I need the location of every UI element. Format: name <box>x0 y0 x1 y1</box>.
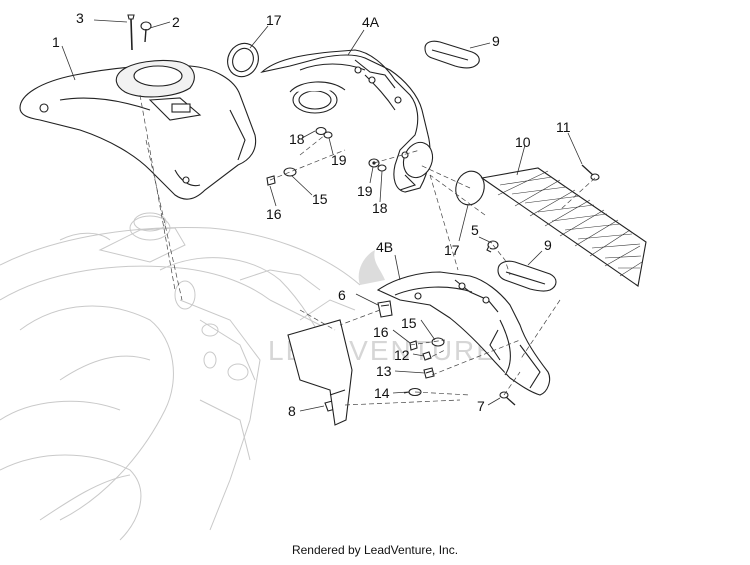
part-4a-license-holder-upper <box>260 49 434 193</box>
callout-15-upper: 15 <box>312 191 328 207</box>
scooter-body-outline <box>0 212 361 541</box>
callout-labels: 1 3 2 17 4A 9 18 19 15 16 19 18 17 10 11… <box>52 10 571 419</box>
part-3-bolt <box>127 14 135 51</box>
part-10-plate-bracket <box>480 167 647 287</box>
callout-12: 12 <box>394 347 410 363</box>
callout-18-upper: 18 <box>289 131 305 147</box>
part-11-screw <box>581 164 600 181</box>
callout-16-lower: 16 <box>373 324 389 340</box>
part-17-grommet-upper <box>227 42 259 78</box>
part-7-screw <box>499 391 516 406</box>
callout-16-upper: 16 <box>266 206 282 222</box>
part-19-nut-upper <box>323 131 333 139</box>
callout-10: 10 <box>515 134 531 150</box>
callout-4b: 4B <box>376 239 393 255</box>
callout-19-lower: 19 <box>357 183 373 199</box>
assembly-lines <box>139 94 596 406</box>
footer-credit: Rendered by LeadVenture, Inc. <box>292 543 458 557</box>
callout-17-lower: 17 <box>444 242 460 258</box>
part-9-reflector-upper <box>424 40 480 69</box>
callout-2: 2 <box>172 14 180 30</box>
part-18-washer-lower <box>377 164 387 172</box>
callout-4a: 4A <box>362 14 380 30</box>
part-1-rear-cover <box>19 59 257 200</box>
mounting-bracket <box>287 319 353 426</box>
part-15-washer-lower <box>431 337 445 347</box>
part-5-screw <box>486 240 499 253</box>
callout-18-lower: 18 <box>372 200 388 216</box>
callout-14: 14 <box>374 385 390 401</box>
part-9-reflector-lower <box>497 260 557 292</box>
callout-11: 11 <box>556 119 571 135</box>
callout-6: 6 <box>338 287 346 303</box>
callout-15-lower: 15 <box>401 315 417 331</box>
part-4b-license-holder-lower <box>376 271 551 396</box>
part-6-clip <box>377 300 393 318</box>
callout-8: 8 <box>288 403 296 419</box>
leader-lines <box>61 19 583 412</box>
part-18-washer-upper <box>315 126 327 136</box>
callout-13: 13 <box>376 363 392 379</box>
callout-9-upper: 9 <box>492 33 500 49</box>
part-15-washer-upper <box>283 167 297 177</box>
callout-9-lower: 9 <box>544 237 552 253</box>
part-13-spring-clip <box>423 367 435 379</box>
callout-17-upper: 17 <box>266 12 282 28</box>
part-16-clip-lower <box>409 340 418 351</box>
callout-5: 5 <box>471 222 479 238</box>
callout-1: 1 <box>52 34 60 50</box>
callout-19-upper: 19 <box>331 152 347 168</box>
part-16-clip-upper <box>266 175 276 186</box>
part-2-screw <box>140 21 152 43</box>
callout-7: 7 <box>477 398 485 414</box>
callout-3: 3 <box>76 10 84 26</box>
